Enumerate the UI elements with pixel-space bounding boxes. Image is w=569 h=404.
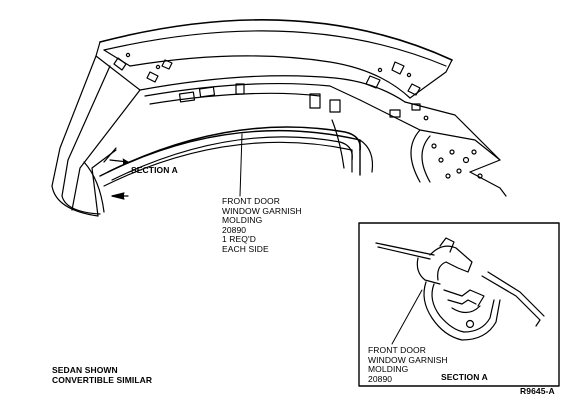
door-opening-frame [99,119,374,187]
inset-part-callout: FRONT DOOR WINDOW GARNISH MOLDING 20890 [368,345,448,384]
callout-line: 1 REQ'D [222,234,256,245]
callout-line: FRONT DOOR [368,345,426,355]
callout-leader-main [239,133,243,197]
note-line: CONVERTIBLE SIMILAR [52,374,153,385]
callout-line: 20890 [222,224,247,235]
inset-section-label: SECTION A [441,372,488,382]
callout-line: MOLDING [222,215,263,226]
callout-line: MOLDING [368,364,409,375]
note-line: SEDAN SHOWN [52,365,118,375]
callout-line: WINDOW GARNISH [222,205,302,216]
section-a-arrow [109,158,129,200]
section-a-inset [358,222,560,387]
roof-panel [95,19,453,103]
callout-line: EACH SIDE [222,243,269,254]
callout-line: 20890 [368,373,393,384]
section-a-label: SECTION A [131,165,178,175]
figure-reference-code: R9645-A [520,386,555,396]
callout-line: WINDOW GARNISH [368,354,448,365]
header-frame [113,52,421,113]
b-pillar [359,99,507,197]
main-part-callout: FRONT DOOR WINDOW GARNISH MOLDING 20890 … [222,196,302,255]
a-pillar [51,55,141,217]
model-note: SEDAN SHOWN CONVERTIBLE SIMILAR [52,365,153,385]
callout-line: FRONT DOOR [222,196,280,206]
